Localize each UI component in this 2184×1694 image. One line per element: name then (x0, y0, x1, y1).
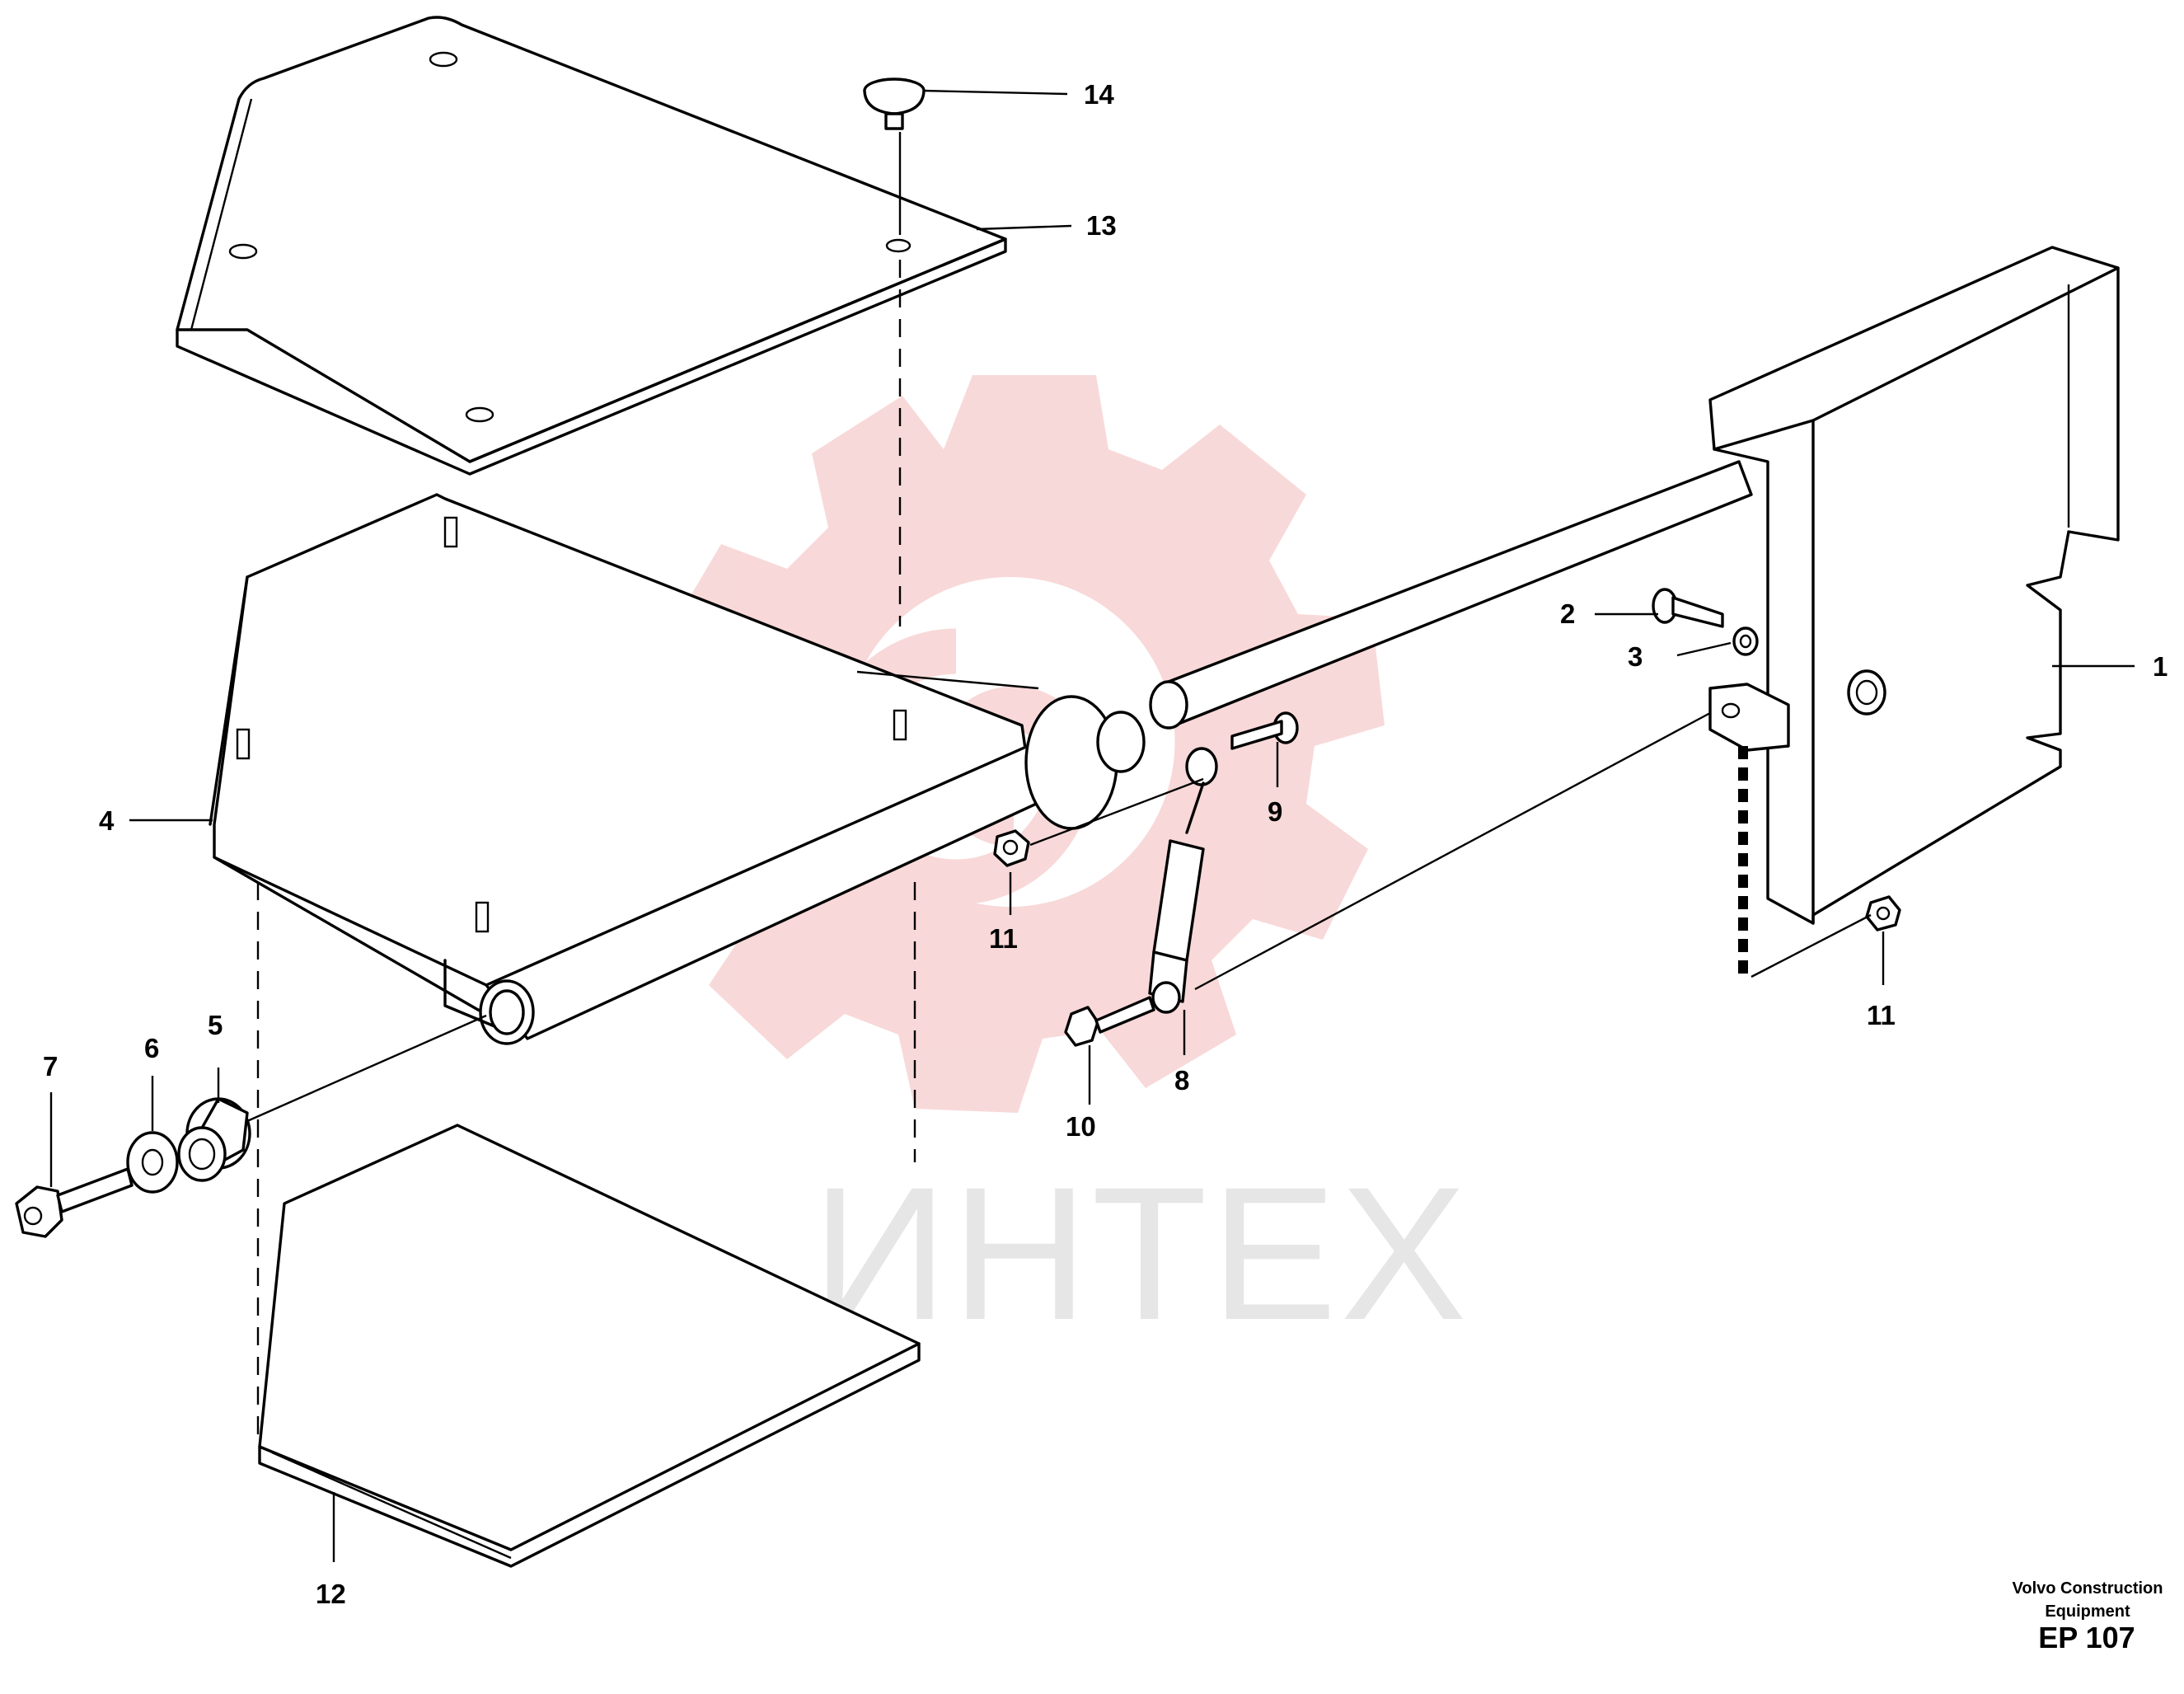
callout-12: 12 (316, 1579, 346, 1609)
watermark-gear (643, 375, 1385, 1113)
part-9-bolt (1230, 711, 1299, 750)
callout-4: 4 (99, 805, 115, 836)
manufacturer-line-1: Volvo Construction (2012, 1579, 2163, 1598)
callout-10: 10 (1066, 1111, 1096, 1142)
part-10-bolt (1064, 996, 1155, 1047)
callout-6: 6 (144, 1033, 159, 1063)
diagram-code: EP 107 (2038, 1621, 2135, 1654)
shaft (1149, 460, 1753, 730)
part-11-nut-lower (1750, 895, 1901, 978)
callout-7: 7 (43, 1051, 58, 1082)
callout-2: 2 (1560, 598, 1575, 629)
manufacturer-line-2: Equipment (2045, 1602, 2130, 1621)
watermark-text: ИНТЕХ (812, 1147, 1470, 1359)
part-12-bottom-plate (258, 1124, 921, 1568)
callout-leaders (49, 89, 2135, 1562)
part-8-gas-strut (1148, 711, 1711, 1014)
callout-3: 3 (1628, 641, 1643, 672)
callout-11-lower: 11 (1867, 1000, 1896, 1030)
part-6-washer (126, 1131, 179, 1194)
callout-14: 14 (1084, 79, 1114, 110)
assembly-axis-5 (246, 1014, 487, 1123)
manufacturer-label: Volvo Construction Equipment (2001, 1577, 2174, 1623)
callout-5: 5 (208, 1010, 223, 1040)
part-11-nut-upper (993, 777, 1204, 867)
part-1-bracket (1708, 246, 2120, 977)
callout-13: 13 (1086, 210, 1117, 241)
part-3-washer (1732, 626, 1759, 656)
callouts: 14 13 1 2 3 4 5 6 7 8 9 10 11 11 12 (43, 79, 2168, 1609)
part-4-housing (209, 493, 1146, 1045)
part-5-bushing (177, 1097, 251, 1182)
spring-studs (236, 516, 907, 933)
callout-8: 8 (1174, 1065, 1189, 1096)
callout-11-upper: 11 (989, 923, 1018, 954)
part-14-button (863, 77, 926, 235)
part-2-bolt (1652, 588, 1724, 628)
callout-9: 9 (1268, 796, 1282, 827)
part-7-bolt (15, 1167, 134, 1238)
callout-1: 1 (2153, 651, 2168, 682)
part-13-top-cover (176, 16, 1007, 476)
